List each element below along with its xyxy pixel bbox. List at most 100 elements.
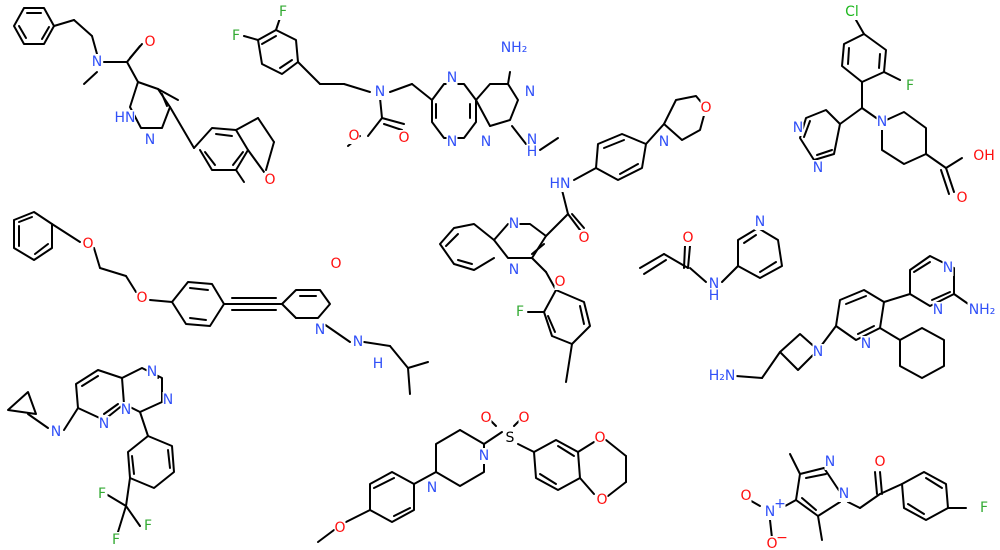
atom-label-bg: [658, 134, 670, 150]
atom-label-bg: [446, 134, 458, 150]
molecule-2-bonds: [243, 17, 559, 151]
atom-label-bg: [115, 110, 135, 126]
atom-label-bg: [352, 334, 364, 350]
atom-label-bg: [144, 132, 156, 148]
atom-label: N: [147, 364, 157, 380]
atom-label: H: [709, 288, 720, 304]
atom-label-bg: [426, 480, 438, 496]
atom-label: H: [527, 144, 538, 160]
atom-label: F: [112, 532, 120, 548]
atom-label-bg: [136, 290, 148, 306]
atom-label-bg: [550, 176, 570, 192]
atom-label-bg: [824, 454, 836, 470]
atom-label-bg: [162, 392, 174, 408]
atom-label: N: [813, 344, 823, 360]
atom-label: NH₂: [501, 40, 528, 56]
atom-label-bg: [480, 134, 492, 150]
atom-label: O: [136, 290, 147, 306]
molecule-8-atoms: N N N N N F F F: [50, 364, 174, 548]
atom-label: N: [99, 416, 109, 432]
atom-label-bg: [348, 128, 360, 144]
molecule-4: O HN N N O N O F: [439, 95, 712, 383]
atom-label: N: [163, 392, 173, 408]
atom-label: −: [776, 530, 788, 546]
atom-label: N: [839, 486, 849, 502]
atom-label: Cl: [845, 4, 859, 20]
molecule-9-bonds: [317, 419, 627, 543]
atom-label: H: [373, 356, 384, 372]
molecule-2: F F N O O NH₂ N N N N N H: [230, 4, 559, 160]
atom-label: N: [479, 448, 489, 464]
molecule-7: N N NH₂ N N H₂N: [707, 255, 997, 384]
atom-label: N: [765, 504, 775, 520]
atom-label: N: [447, 134, 457, 150]
atom-label-bg: [874, 454, 886, 470]
atom-label: N: [709, 276, 719, 292]
atom-label: F: [232, 28, 240, 44]
atom-label: S: [506, 430, 515, 446]
atom-label: F: [144, 518, 152, 534]
atom-label: HN: [550, 176, 571, 192]
atom-label: N: [92, 54, 102, 70]
molecule-6-bonds: [639, 227, 783, 283]
molecule-9-atoms: O O S N N O O O: [334, 410, 608, 536]
atom-label-bg: [314, 322, 326, 338]
atom-label-bg: [596, 492, 608, 508]
atom-label-bg: [932, 302, 944, 318]
atom-label: N: [481, 134, 491, 150]
atom-label-bg: [526, 144, 538, 160]
atom-label-bg: [142, 518, 154, 534]
atom-label-bg: [904, 78, 916, 94]
atom-label-bg: [838, 486, 850, 502]
atom-label: N: [861, 336, 871, 352]
atom-label: O: [682, 230, 693, 246]
atom-label: N: [527, 132, 537, 148]
atom-label-bg: [876, 114, 888, 130]
atom-label-bg: [708, 276, 720, 292]
atom-label-bg: [374, 84, 386, 100]
atom-label: O: [330, 256, 341, 272]
atom-label: O: [956, 190, 967, 206]
atom-label-bg: [504, 430, 516, 446]
atom-label-bg: [766, 536, 778, 550]
atom-label: N: [525, 84, 535, 100]
atom-label-bg: [764, 504, 776, 520]
atom-label-bg: [740, 488, 752, 504]
atom-label-bg: [526, 132, 538, 148]
atom-label-bg: [264, 172, 276, 188]
molecule-5-atoms: O O O N N H: [82, 236, 384, 372]
atom-label: N: [813, 160, 823, 176]
atom-label-bg: [774, 496, 786, 512]
atom-label: N: [509, 216, 519, 232]
atom-label-bg: [578, 230, 590, 246]
atom-label: O: [596, 492, 607, 508]
molecule-3-atoms: Cl F N N N OH O: [792, 4, 995, 206]
atom-label: F: [98, 486, 106, 502]
atom-label: +: [774, 496, 786, 512]
atom-label-bg: [144, 34, 156, 50]
atom-label: N: [315, 322, 325, 338]
atom-label: N: [793, 120, 803, 136]
atom-label-bg: [98, 416, 110, 432]
atom-label: N: [933, 302, 943, 318]
molecule-8-bonds: [7, 367, 175, 533]
atom-label: NH₂: [969, 302, 996, 318]
atom-label: N: [145, 132, 155, 148]
atom-label-bg: [446, 70, 458, 86]
molecule-2-atoms: F F N O O NH₂ N N N N N H: [230, 4, 538, 160]
atom-label-bg: [82, 236, 94, 252]
atom-label-bg: [146, 364, 158, 380]
molecule-9: O O S N N O O O: [317, 410, 627, 543]
atom-label: O: [82, 236, 93, 252]
molecule-8: N N N N N F F F: [7, 364, 175, 548]
atom-label: O: [578, 230, 589, 246]
atom-label: N: [877, 114, 887, 130]
atom-label: O: [874, 454, 885, 470]
atom-label: O: [518, 410, 529, 426]
atom-label-bg: [50, 424, 62, 440]
atom-label: N: [353, 334, 363, 350]
molecule-10-bonds: [745, 453, 967, 541]
atom-label: O: [144, 34, 155, 50]
molecule-1-atoms: O N HN N O: [91, 34, 276, 188]
